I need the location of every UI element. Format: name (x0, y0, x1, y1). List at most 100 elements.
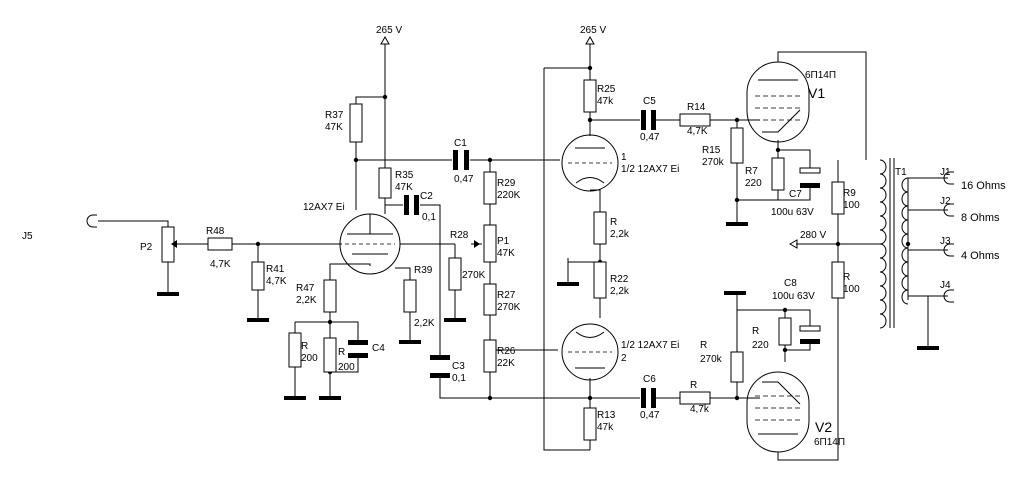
label-r9: R9 (843, 188, 856, 199)
label-r41: R41 (266, 264, 285, 275)
value-c7: 100u 63V (771, 207, 814, 218)
label-r-low100: R (843, 272, 850, 283)
resistor-r29 (483, 171, 497, 205)
resistor-r7 (771, 157, 785, 191)
label-tube-input: 12AX7 Ei (303, 202, 345, 213)
label-r48: R48 (206, 226, 225, 237)
label-r35: R35 (395, 170, 414, 181)
value-r27: 270K (497, 302, 521, 313)
resistor-r-cath2 (323, 337, 337, 373)
value-c6: 0,47 (640, 410, 660, 421)
resistor-r-g2 (679, 391, 711, 405)
value-r39: 2,2K (414, 318, 435, 329)
potentiometer-p1 (483, 224, 497, 263)
resistor-r47 (323, 279, 337, 313)
resistor-r28 (448, 257, 462, 291)
resistor-r-k2 (778, 317, 792, 346)
value-c1: 0,47 (454, 174, 474, 185)
label-r29: R29 (497, 178, 516, 189)
label-c7: C7 (789, 189, 802, 200)
label-8-ohms: 8 Ohms (961, 212, 1000, 224)
supply-label-left: 265 V (376, 25, 402, 36)
label-r37: R37 (325, 110, 344, 121)
label-p2: P2 (140, 242, 153, 253)
resistor-r-mid (593, 211, 607, 245)
supply-label-right: 265 V (580, 25, 606, 36)
label-r-grid2: R (700, 340, 707, 351)
label-tube-pi-bottom: 1/2 12AX7 Ei (621, 340, 679, 351)
label-v1-type: 6П14П (805, 70, 836, 81)
resistor-r9 (831, 181, 845, 215)
label-4-ohms: 4 Ohms (961, 250, 1000, 262)
value-r29: 220K (497, 190, 521, 201)
tube-pi-top (561, 134, 619, 192)
label-r22: R22 (610, 274, 629, 285)
value-r26: 22K (497, 358, 515, 369)
label-c3: C3 (452, 361, 465, 372)
label-c1: C1 (454, 138, 467, 149)
value-r-cath2: 200 (338, 362, 355, 373)
value-r22: 2,2k (610, 286, 630, 297)
value-r48: 4,7K (210, 259, 231, 270)
value-r-cath1: 200 (301, 353, 318, 364)
label-p1: P1 (497, 236, 510, 247)
resistor-r15 (730, 127, 744, 164)
label-tube-pi-bottom-num: 2 (621, 353, 627, 364)
label-r39: R39 (414, 265, 433, 276)
label-r25: R25 (597, 84, 616, 95)
label-c5: C5 (643, 96, 656, 107)
value-r9: 100 (843, 200, 860, 211)
label-c4: C4 (372, 343, 385, 354)
resistor-r25 (583, 79, 597, 113)
label-r15: R15 (702, 145, 721, 156)
label-j1: J1 (940, 167, 951, 178)
supply-label-mid: 280 V (800, 230, 826, 241)
value-c3: 0,1 (452, 373, 466, 384)
wires (98, 44, 948, 461)
value-r-mid: 2,2k (610, 229, 630, 240)
value-r14: 4,7K (687, 126, 708, 137)
label-r-cath1: R (301, 341, 308, 352)
resistor-r-low100 (831, 261, 845, 299)
value-r-low100: 100 (843, 284, 860, 295)
label-r-cath2: R (338, 347, 345, 358)
label-v1: V1 (808, 85, 825, 101)
label-j4: J4 (940, 280, 951, 291)
label-t1: T1 (895, 167, 907, 178)
ground-symbols (157, 222, 939, 400)
value-r-g2: 4,7k (690, 404, 710, 415)
label-r14: R14 (687, 102, 706, 113)
resistor-r35 (378, 167, 392, 199)
value-p1: 47K (497, 248, 515, 259)
label-tube-pi-top: 1/2 12AX7 Ei (621, 164, 679, 175)
label-v2-type: 6П14П (814, 437, 845, 448)
resistor-r-grid2 (730, 351, 744, 383)
resistor-r13 (583, 407, 597, 441)
label-r-mid: R (610, 217, 617, 228)
resistor-r-cath1 (288, 332, 302, 368)
value-r28: 270K (462, 270, 486, 281)
value-c5: 0,47 (640, 132, 660, 143)
tube-v2 (746, 371, 810, 453)
label-r13: R13 (597, 410, 616, 421)
label-r7: R7 (745, 166, 758, 177)
tube-pi-bottom (561, 323, 619, 381)
label-j3: J3 (940, 236, 951, 247)
label-c8: C8 (784, 278, 797, 289)
supply-arrows (380, 35, 798, 249)
tube-input (339, 213, 401, 275)
value-r25: 47k (597, 96, 614, 107)
value-r-k2: 220 (752, 340, 769, 351)
labels: 265 V 265 V 280 V R37 47K R35 47K R48 4,… (22, 25, 1006, 448)
resistor-r39 (403, 279, 417, 313)
value-r15: 270k (702, 157, 725, 168)
resistor-r27 (483, 283, 497, 316)
label-c6: C6 (643, 374, 656, 385)
value-c8: 100u 63V (772, 291, 815, 302)
label-r26: R26 (497, 346, 516, 357)
transformer-t1 (879, 158, 909, 329)
value-r37: 47K (325, 122, 343, 133)
resistor-r26 (483, 339, 497, 373)
label-16-ohms: 16 Ohms (961, 180, 1006, 192)
